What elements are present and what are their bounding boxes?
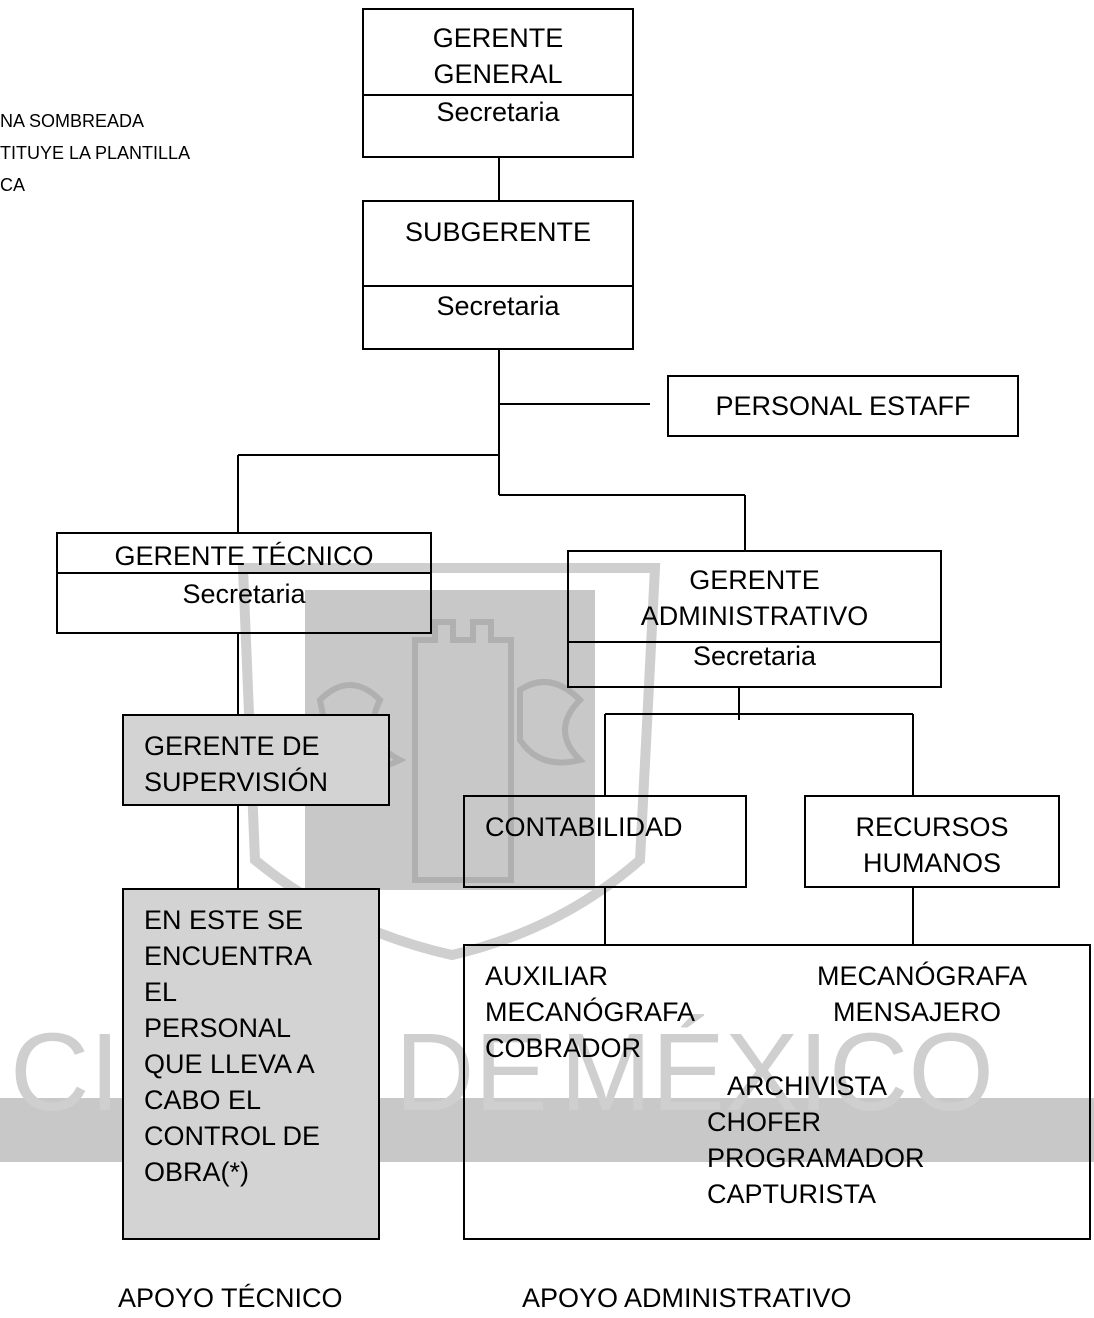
admin-staff-col3-item: CHOFER bbox=[707, 1107, 821, 1137]
gerente-tecnico-box: GERENTE TÉCNICO Secretaria bbox=[56, 532, 432, 634]
personal-obra-box: EN ESTE SE ENCUENTRA EL PERSONAL QUE LLE… bbox=[122, 888, 380, 1240]
personal-obra-line: PERSONAL bbox=[144, 1013, 292, 1043]
gerente-general-line1: GERENTE bbox=[432, 23, 564, 53]
personal-obra-line: EN ESTE SE bbox=[144, 905, 304, 935]
admin-staff-col3-item: PROGRAMADOR bbox=[707, 1143, 925, 1173]
personal-obra-line: QUE LLEVA A bbox=[144, 1049, 315, 1079]
gerente-administrativo-secretaria: Secretaria bbox=[692, 641, 817, 671]
gerente-supervision-line2: SUPERVISIÓN bbox=[144, 767, 329, 797]
gerente-administrativo-line2: ADMINISTRATIVO bbox=[640, 601, 869, 631]
gerente-supervision-line1: GERENTE DE bbox=[144, 731, 320, 761]
subgerente-title: SUBGERENTE bbox=[404, 217, 592, 247]
gerente-tecnico-secretaria: Secretaria bbox=[182, 579, 306, 609]
admin-staff-col1-item: AUXILIAR bbox=[485, 961, 609, 991]
admin-staff-box: AUXILIAR MECANÓGRAFA COBRADOR MECANÓGRAF… bbox=[463, 944, 1091, 1240]
personal-estaff-box: PERSONAL ESTAFF bbox=[667, 375, 1019, 437]
admin-staff-col3-item: ARCHIVISTA bbox=[727, 1071, 888, 1101]
recursos-humanos-line1: RECURSOS bbox=[855, 812, 1009, 842]
note-line-1: NA SOMBREADA bbox=[0, 111, 145, 131]
recursos-humanos-line2: HUMANOS bbox=[862, 848, 1001, 878]
contabilidad-box: CONTABILIDAD bbox=[463, 795, 747, 888]
personal-obra-line: ENCUENTRA bbox=[144, 941, 313, 971]
personal-obra-line: EL bbox=[144, 977, 178, 1007]
admin-staff-col1-item: MECANÓGRAFA bbox=[485, 997, 696, 1027]
watermark-text-right: MÉXICO bbox=[560, 1011, 994, 1134]
subgerente-divider bbox=[364, 285, 632, 287]
admin-staff-col1-item: COBRADOR bbox=[485, 1033, 642, 1063]
note-line-3: CA bbox=[0, 175, 26, 195]
subgerente-secretaria: Secretaria bbox=[436, 291, 560, 321]
personal-obra-line: CONTROL DE bbox=[144, 1121, 321, 1151]
gerente-supervision-box: GERENTE DE SUPERVISIÓN bbox=[122, 714, 390, 806]
recursos-humanos-box: RECURSOS HUMANOS bbox=[804, 795, 1060, 888]
admin-staff-col2-item: MENSAJERO bbox=[833, 997, 1002, 1027]
gerente-tecnico-title: GERENTE TÉCNICO bbox=[114, 541, 374, 571]
apoyo-tecnico-caption: APOYO TÉCNICO bbox=[118, 1283, 343, 1313]
personal-estaff-label: PERSONAL ESTAFF bbox=[715, 391, 971, 421]
watermark-text-mid: DE bbox=[395, 1011, 548, 1134]
gerente-administrativo-line1: GERENTE bbox=[689, 565, 820, 595]
personal-obra-line: CABO EL bbox=[144, 1085, 262, 1115]
gerente-general-divider bbox=[364, 94, 632, 96]
gerente-general-line2: GENERAL bbox=[433, 59, 563, 89]
gerente-administrativo-box: GERENTE ADMINISTRATIVO Secretaria bbox=[567, 550, 942, 688]
note-line-2: TITUYE LA PLANTILLA bbox=[0, 143, 191, 163]
personal-obra-line: OBRA(*) bbox=[144, 1157, 250, 1187]
gerente-general-secretaria: Secretaria bbox=[436, 97, 560, 127]
apoyo-administrativo-caption: APOYO ADMINISTRATIVO bbox=[522, 1283, 852, 1313]
subgerente-box: SUBGERENTE Secretaria bbox=[362, 200, 634, 350]
contabilidad-label: CONTABILIDAD bbox=[485, 812, 683, 842]
gerente-general-box: GERENTE GENERAL Secretaria bbox=[362, 8, 634, 158]
admin-staff-col3-item: CAPTURISTA bbox=[707, 1179, 877, 1209]
admin-staff-col2-item: MECANÓGRAFA bbox=[817, 961, 1028, 991]
